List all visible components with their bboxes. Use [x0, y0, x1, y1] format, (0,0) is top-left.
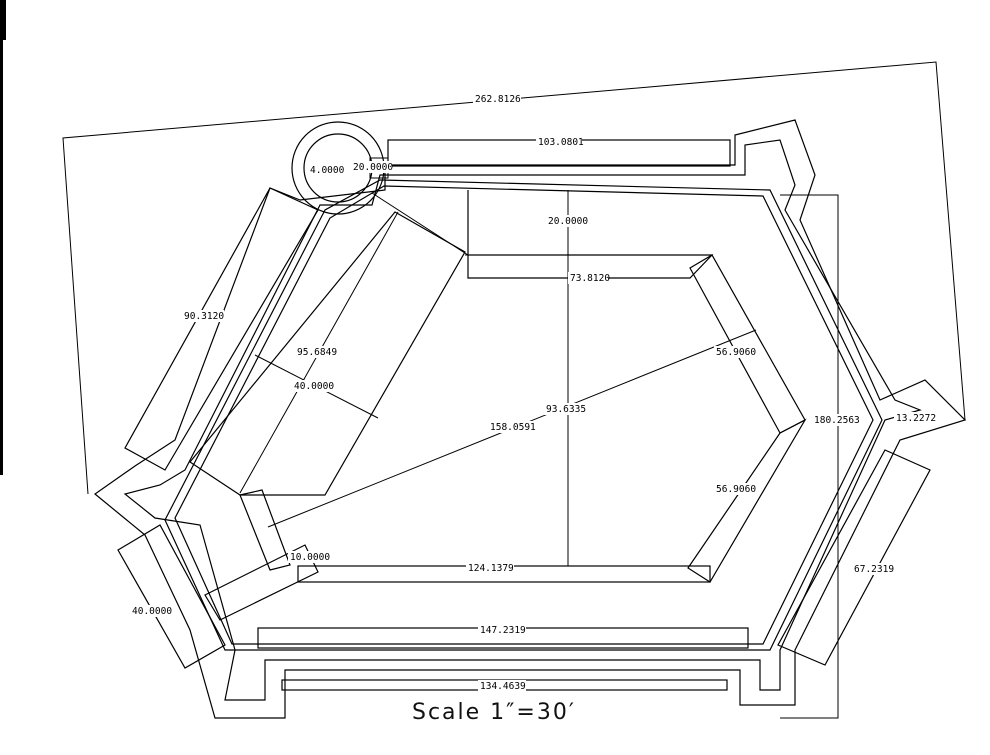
court-upper-link: [371, 192, 469, 256]
dim-right-height: 180.2563: [814, 415, 860, 426]
inner-wall-3: [174, 185, 874, 645]
court-left-link: [239, 489, 291, 571]
right-lower-wall-rect: [777, 449, 931, 666]
dim-right-lower-wall: 67.2319: [854, 564, 894, 575]
dim-top-wall: 103.0801: [538, 137, 584, 148]
dim-bottom-outer: 134.4639: [480, 681, 526, 692]
scale-label: Scale 1″=30′: [412, 700, 576, 725]
court-top-rect: [467, 190, 714, 279]
dim-left-diag-width: 40.0000: [294, 381, 334, 392]
dim-left-upper-wall: 90.3120: [184, 311, 224, 322]
inner-wall-2: [164, 179, 883, 651]
outer-wall: [94, 119, 967, 719]
court-right-lower: [687, 418, 807, 583]
dim-court-bottom: 124.1379: [468, 563, 514, 574]
dim-left-lower-wall: 40.0000: [132, 606, 172, 617]
dim-right-corner: 13.2272: [896, 413, 936, 424]
right-height-line: [780, 194, 839, 719]
dim-diagonal: 158.0591: [490, 422, 536, 433]
dim-property-top: 262.8126: [475, 94, 521, 105]
left-lower-wall-rect: [117, 524, 226, 669]
dim-bottom-inner: 147.2319: [480, 625, 526, 636]
dim-court-height: 93.6335: [546, 404, 586, 415]
inner-wall: [123, 139, 922, 701]
court-right-upper: [689, 254, 806, 434]
left-upper-wall-rect: [124, 187, 319, 471]
dim-court-top: 73.8120: [570, 273, 610, 284]
page-left-border: [0, 0, 3, 475]
dim-left-diag-long: 95.6849: [297, 347, 337, 358]
dim-court-top-offset: 20.0000: [548, 216, 588, 227]
dim-right-upper-diag: 56.9060: [716, 347, 756, 358]
page-left-border-tick: [0, 0, 6, 40]
dimension-labels: 262.8126 103.0801 4.0000 20.0000 20.0000…: [130, 92, 938, 692]
dim-left-lower-offset: 10.0000: [290, 552, 330, 563]
dim-circle-radius: 4.0000: [310, 165, 345, 176]
lower-left-offset-block: [204, 544, 319, 621]
dim-circle-offset: 20.0000: [353, 162, 393, 173]
dim-right-lower-diag: 56.9060: [716, 484, 756, 495]
